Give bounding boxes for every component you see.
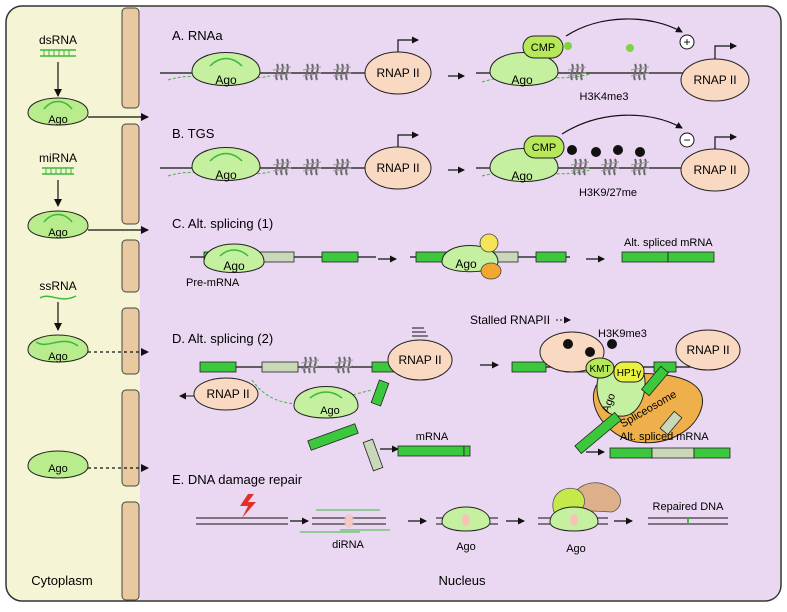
hp1: [613, 361, 645, 383]
repression-symbol: [679, 132, 695, 148]
cmp-b-label: CMP: [532, 142, 556, 154]
ago-e-2-label: Ago: [566, 543, 586, 555]
ago-c-left: [203, 243, 265, 273]
ago-a-right-label: Ago: [511, 73, 533, 87]
rnap-d-right: [675, 329, 741, 371]
section-a-title: A. RNAa: [172, 28, 223, 43]
rnap-d-mid: [387, 339, 453, 381]
section-b: B. TGS Ago RNAP II Ago CMP − H3K9/27me R…: [160, 114, 750, 199]
ago-b-left: [191, 147, 261, 181]
effect-b: −: [683, 133, 690, 147]
ago-c-left-label: Ago: [223, 259, 245, 273]
section-d: D. Alt. splicing (2) RNAP II RNAP II Ago…: [172, 313, 741, 472]
product-e-label: Repaired DNA: [653, 501, 725, 513]
stalled-rnap: [539, 331, 605, 373]
splice-factor-yellow: [479, 233, 499, 253]
methyl-marks-b: [567, 145, 645, 157]
section-e-title: E. DNA damage repair: [172, 472, 303, 487]
ago-e-1: [441, 506, 491, 532]
cytoplasm-column: dsRNA Ago miRNA Ago ssRNA: [27, 33, 149, 588]
mrna-label: mRNA: [416, 431, 449, 443]
dsrna-label: dsRNA: [39, 33, 77, 47]
splice-factor-orange: [480, 262, 502, 280]
ssrna-icon: [39, 295, 77, 300]
section-a: A. RNAa Ago RNAP II Ago CMP + H3K4me3 RN…: [160, 18, 750, 103]
cytoplasm-label: Cytoplasm: [31, 573, 92, 588]
activation-symbol: [679, 34, 695, 50]
section-e: E. DNA damage repair diRNA Ago: [172, 472, 728, 555]
ago-label-2: Ago: [48, 227, 68, 239]
dsrna-icon: [40, 49, 76, 57]
hp1-label: HP1γ: [617, 368, 641, 379]
rnap-d-left-label: RNAP II: [206, 387, 249, 401]
damage-bolt-icon: [240, 494, 256, 518]
section-c: C. Alt. splicing (1) Ago Pre-mRNA Ago Al…: [172, 216, 715, 289]
ago-c-right-label: Ago: [455, 257, 477, 271]
mirna-icon: [42, 167, 74, 175]
ago-protein-3: [27, 334, 89, 363]
premrna-label: Pre-mRNA: [186, 277, 240, 289]
cmp-a-label: CMP: [531, 42, 555, 54]
section-d-title: D. Alt. splicing (2): [172, 331, 273, 346]
section-b-title: B. TGS: [172, 126, 215, 141]
kmt-label: KMT: [589, 364, 610, 375]
break-dna: [300, 509, 390, 533]
effect-a: +: [683, 35, 690, 49]
rnap-d-right-label: RNAP II: [686, 343, 729, 357]
ago-protein-4: [27, 450, 89, 479]
section-c-title: C. Alt. splicing (1): [172, 216, 273, 231]
mark-a-label: H3K4me3: [580, 91, 629, 103]
ago-b-left-label: Ago: [215, 168, 237, 182]
methyl-marks-d: [563, 339, 617, 357]
rnap-b-left-label: RNAP II: [376, 161, 419, 175]
nuclear-envelope: [121, 7, 140, 601]
ago-label-4: Ago: [48, 463, 68, 475]
mark-d-label: H3K9me3: [598, 328, 647, 340]
rnap-a-right-label: RNAP II: [693, 73, 736, 87]
mirna-label: miRNA: [39, 151, 77, 165]
product-c-label: Alt. spliced mRNA: [624, 237, 713, 249]
ago-a-left-label: Ago: [215, 73, 237, 87]
nucleus-label: Nucleus: [439, 573, 486, 588]
ago-b-right-label: Ago: [511, 169, 533, 183]
ago-label-3: Ago: [48, 351, 68, 363]
ago-protein-2: [27, 210, 89, 239]
ago-protein-1: [27, 97, 89, 126]
mark-b-label: H3K9/27me: [579, 187, 637, 199]
ago-e-1-label: Ago: [456, 541, 476, 553]
ago-label-1: Ago: [48, 114, 68, 126]
cmp-a: [522, 35, 564, 59]
ago-d-left-label: Ago: [320, 405, 340, 417]
ago-e-2: [549, 506, 599, 532]
rnap-a-left-label: RNAP II: [376, 66, 419, 80]
stalled-label: Stalled RNAPII: [470, 313, 550, 327]
rnap-b-right-label: RNAP II: [693, 163, 736, 177]
cmp-b: [523, 135, 565, 159]
ago-a-right: [489, 52, 559, 86]
dirna-label: diRNA: [332, 539, 364, 551]
rnap-d-left: [193, 377, 259, 411]
product-d-label: Alt. spliced mRNA: [620, 431, 709, 443]
ago-a-left: [191, 52, 261, 86]
ssrna-label: ssRNA: [39, 279, 76, 293]
rnap-d-mid-label: RNAP II: [398, 353, 441, 367]
ago-d-left: [293, 386, 359, 419]
repaired-dna: [648, 517, 728, 525]
